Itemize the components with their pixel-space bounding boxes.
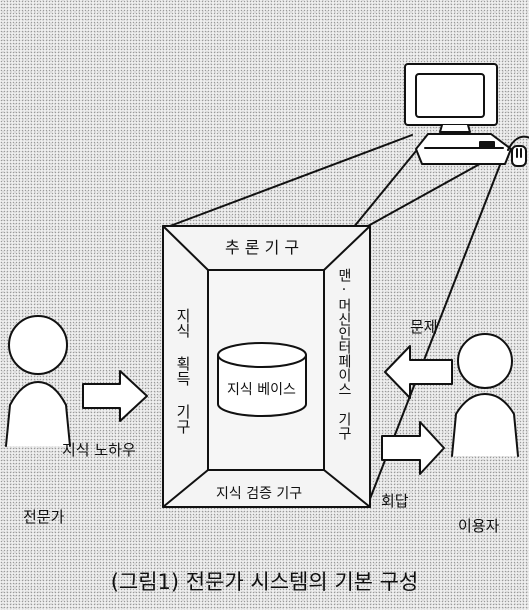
- knowledge-base-label: 지식 베이스: [227, 382, 296, 398]
- question-label: 문제: [410, 318, 438, 336]
- connector-line-2: [352, 139, 426, 229]
- expert-label: 전문가: [23, 508, 65, 526]
- mouse-icon: [511, 145, 527, 167]
- connector-line-1: [169, 134, 413, 227]
- question-arrow: [384, 345, 453, 399]
- expert-to-box-arrow: [82, 370, 148, 422]
- knowledge-acquisition-label: 지식 획득 기구: [174, 308, 192, 434]
- knowledge-verification-label: 지식 검증 기구: [216, 486, 303, 502]
- computer-icon: [404, 63, 512, 165]
- database-cylinder-icon: [217, 342, 307, 417]
- knowhow-label: 지식 노하우: [62, 441, 136, 459]
- inference-engine-label: 추 론 기 구: [225, 238, 300, 257]
- user-person-icon: [451, 333, 519, 457]
- man-machine-interface-label: 맨·머신인터페이스 기구: [336, 268, 352, 440]
- answer-arrow: [381, 421, 445, 475]
- figure-caption: (그림1) 전문가 시스템의 기본 구성: [110, 570, 419, 594]
- expert-person-icon: [5, 315, 71, 447]
- mouse-cable: [507, 135, 529, 151]
- user-label: 이용자: [458, 517, 500, 535]
- answer-label: 회답: [381, 492, 409, 510]
